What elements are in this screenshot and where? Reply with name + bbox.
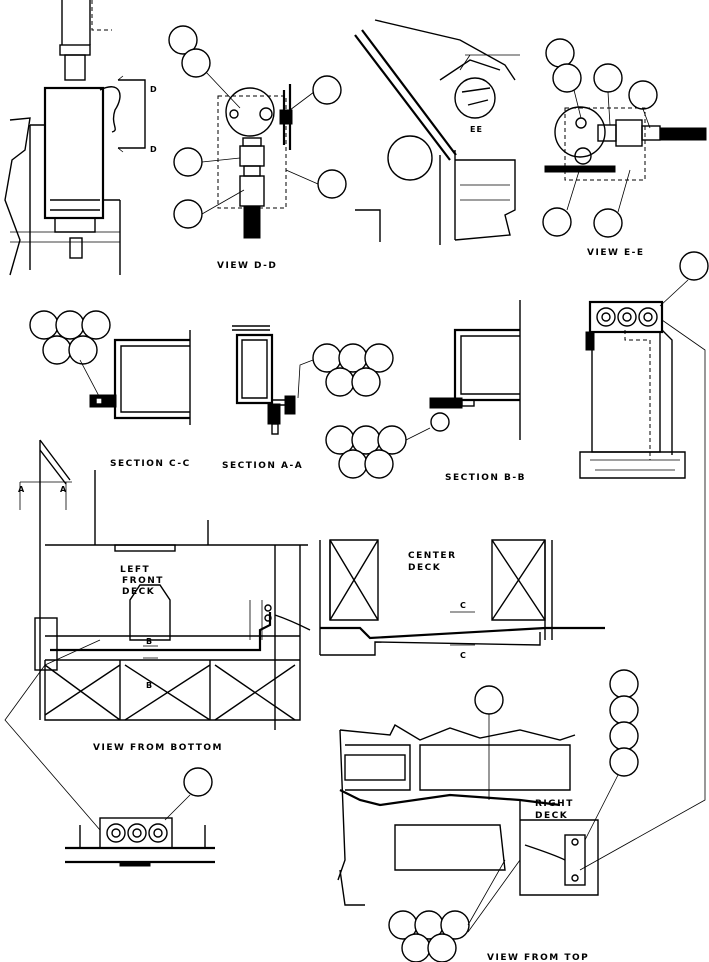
center-deck-view: C C CENTER DECK	[319, 539, 605, 660]
callout-circle	[312, 75, 342, 105]
filter-housing-assembly: D D	[4, 0, 158, 276]
section-bb-label: SECTION B-B	[445, 473, 526, 483]
view-dd: VIEW D-D	[168, 25, 347, 271]
mark-c-top: C	[460, 601, 467, 610]
section-aa-label: SECTION A-A	[222, 461, 303, 471]
mark-d-bottom: D	[150, 145, 158, 154]
callout-circle	[42, 335, 72, 365]
left-front-deck-line1: LEFT	[120, 565, 150, 575]
right-deck-line1: RIGHT	[535, 799, 574, 809]
callout-circle	[552, 63, 582, 93]
mark-e: EE	[470, 125, 483, 134]
callout-circle	[609, 695, 639, 725]
callout-circle	[679, 251, 709, 281]
callout-circle	[364, 449, 394, 479]
callout-circle	[317, 169, 347, 199]
callout-circle	[474, 685, 504, 715]
view-ee-label: VIEW E-E	[587, 248, 645, 258]
callout-circle	[609, 721, 639, 751]
callout-circle	[29, 310, 59, 340]
right-deck-line2: DECK	[535, 811, 568, 821]
center-deck-line2: DECK	[408, 563, 441, 573]
callout-circle	[609, 747, 639, 777]
callout-circle	[168, 25, 198, 55]
mark-a-left: A	[18, 485, 25, 494]
section-bb: SECTION B-B	[325, 300, 526, 483]
view-from-bottom: A A B B LEFT FRONT DECK VIEW FROM BOTTOM	[18, 439, 311, 753]
center-deck-line1: CENTER	[408, 551, 457, 561]
callout-circle	[81, 310, 111, 340]
callout-circle	[593, 63, 623, 93]
port-block-detail	[4, 639, 215, 867]
section-cc-label: SECTION C-C	[110, 459, 191, 469]
junction-box-side	[579, 251, 709, 871]
mark-c-bottom: C	[460, 651, 467, 660]
callout-circle	[173, 147, 203, 177]
view-dd-label: VIEW D-D	[217, 261, 277, 271]
mark-a-right: A	[60, 485, 67, 494]
callout-circle	[55, 310, 85, 340]
callout-circle	[325, 367, 355, 397]
callout-circle	[173, 199, 203, 229]
mark-b-bottom: B	[146, 681, 153, 690]
callout-circle	[68, 335, 98, 365]
section-cc: SECTION C-C	[29, 310, 191, 469]
section-aa: SECTION A-A	[222, 325, 394, 471]
callout-circle	[338, 449, 368, 479]
left-front-deck-line3: DECK	[122, 587, 155, 597]
view-ee: VIEW E-E	[542, 38, 707, 258]
callout-circle	[628, 80, 658, 110]
callout-circle	[542, 207, 572, 237]
callout-circle	[609, 669, 639, 699]
mark-d-top: D	[150, 85, 158, 94]
view-from-bottom-label: VIEW FROM BOTTOM	[93, 743, 223, 753]
hood-hinge-detail: EE	[354, 19, 520, 245]
callout-circle-large	[387, 135, 433, 181]
left-front-deck-line2: FRONT	[122, 576, 164, 586]
callout-circle	[593, 208, 623, 238]
view-from-top: RIGHT DECK VIEW FROM TOP	[337, 669, 639, 962]
view-from-top-label: VIEW FROM TOP	[487, 953, 589, 962]
callout-circle	[440, 910, 470, 940]
callout-circle	[364, 343, 394, 373]
callout-circle	[183, 767, 213, 797]
callout-circle	[545, 38, 575, 68]
callout-circle	[181, 48, 211, 78]
callout-circle	[351, 367, 381, 397]
callout-circle	[427, 933, 457, 962]
callout-circle	[401, 933, 431, 962]
mark-b-top: B	[146, 637, 153, 646]
